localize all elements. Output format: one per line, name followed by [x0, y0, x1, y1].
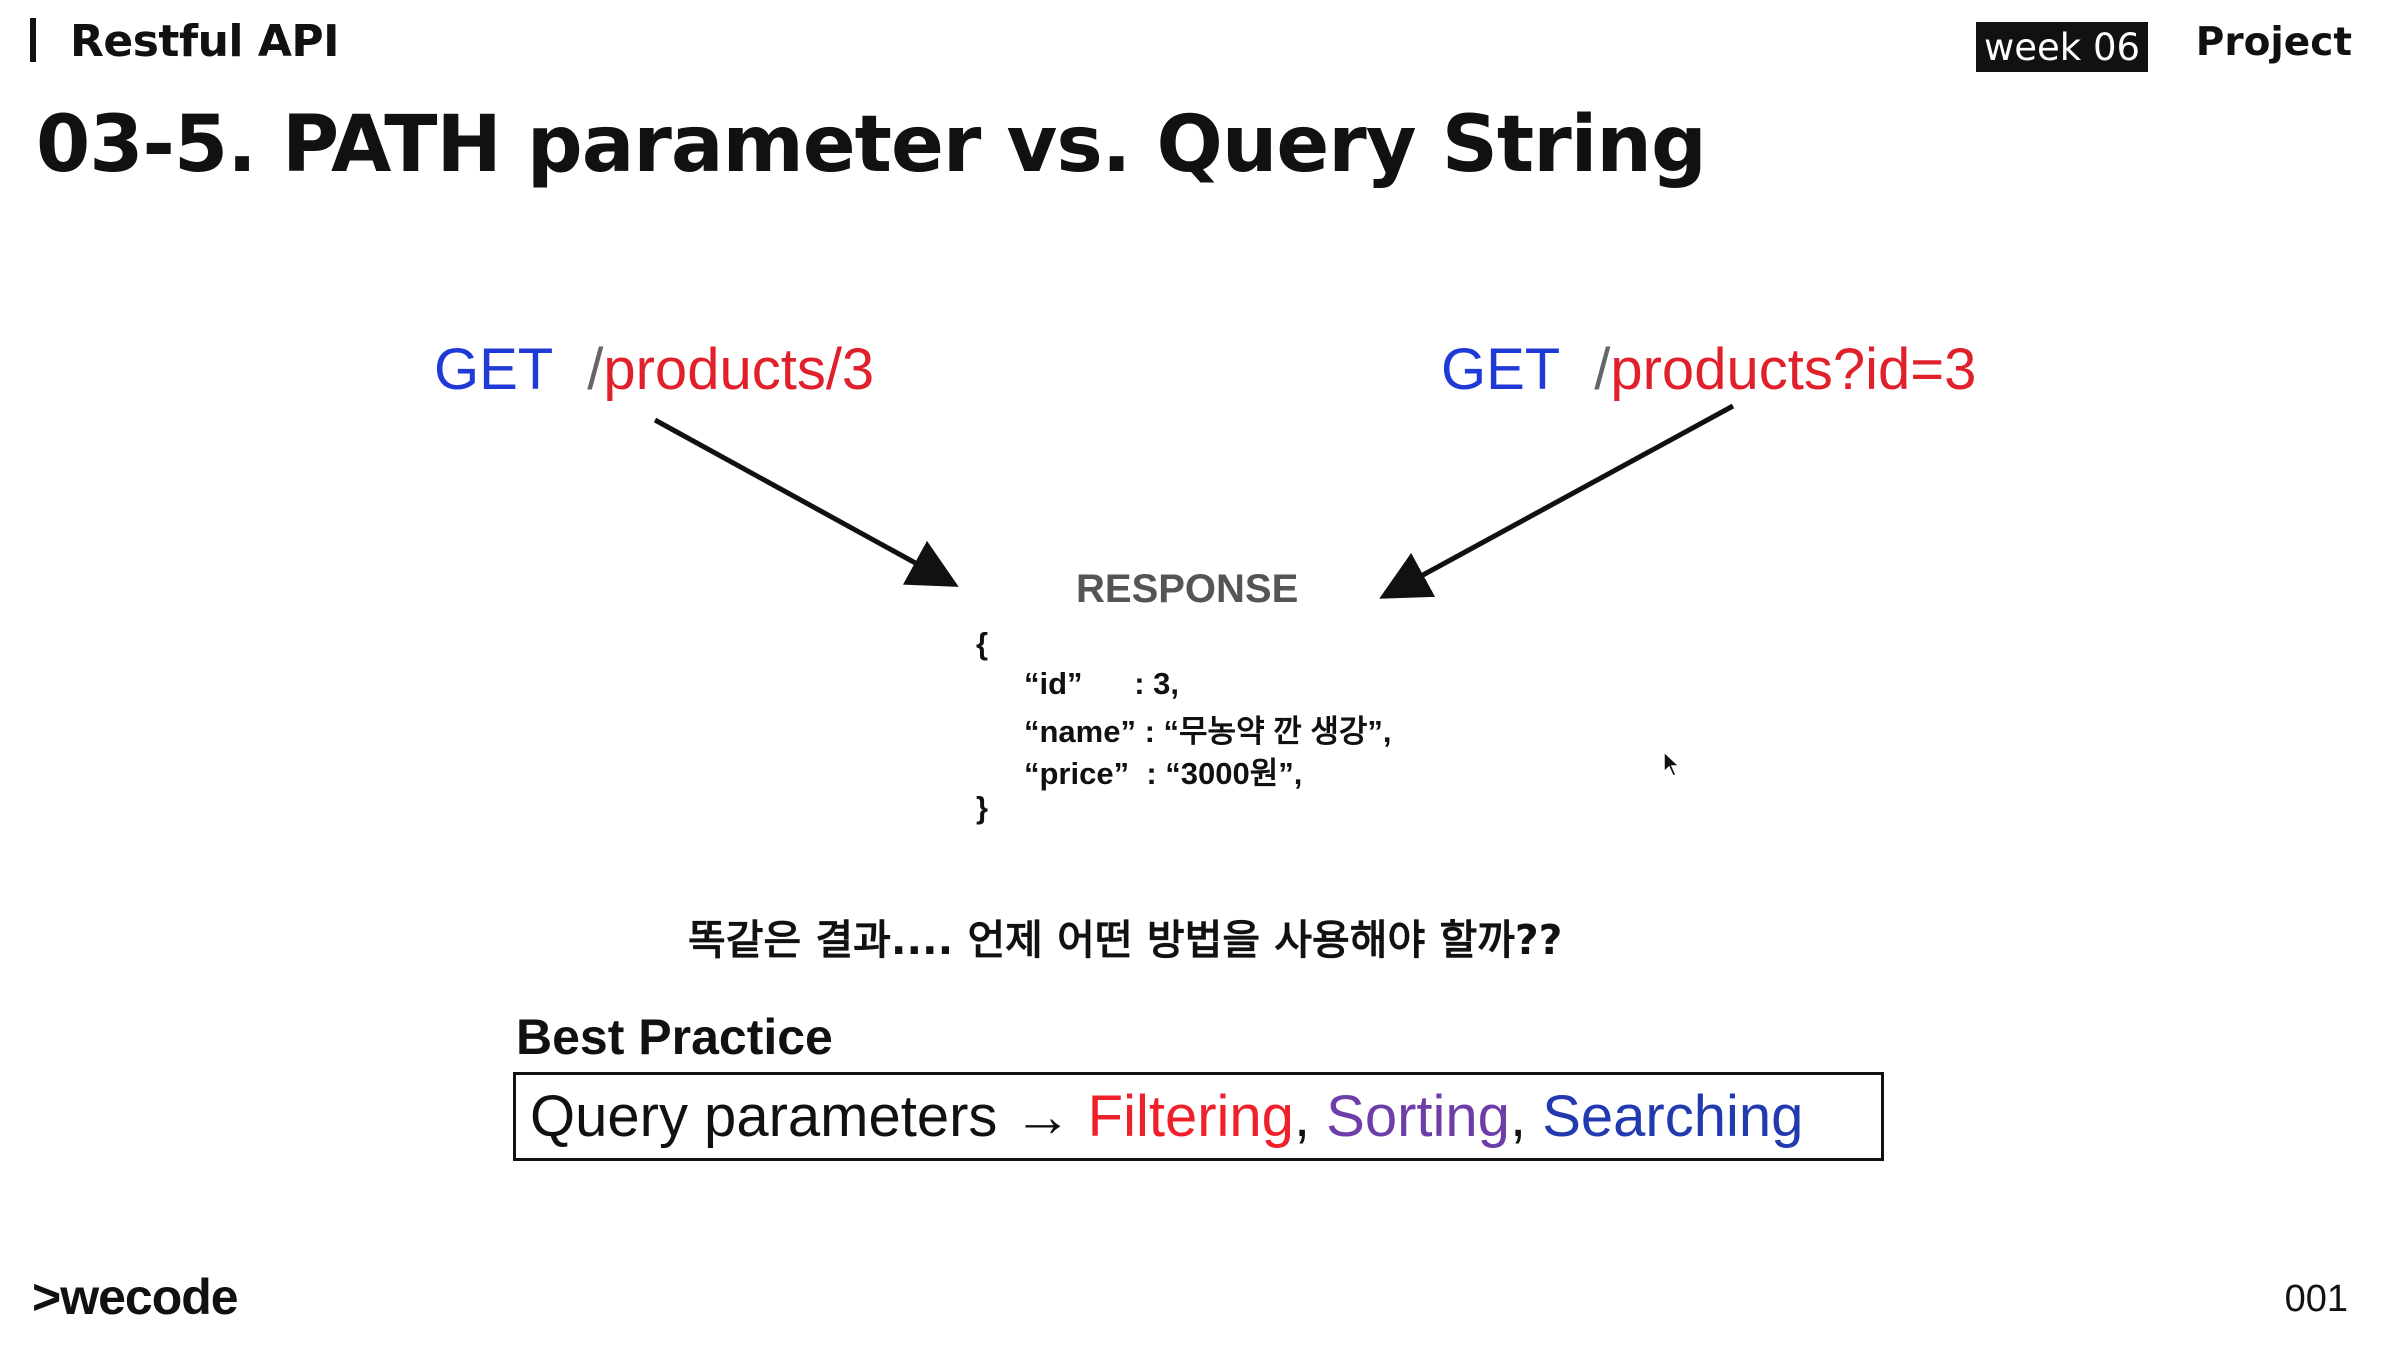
response-line-id: “id” : 3,	[1024, 666, 1180, 701]
http-method: GET	[1441, 337, 1561, 402]
path-text: products?id=3	[1610, 337, 1977, 402]
query-string-request: GET /products?id=3	[1441, 336, 1976, 403]
sorting-text: Sorting	[1326, 1084, 1510, 1149]
header-divider-bar	[30, 18, 36, 62]
best-practice-label: Best Practice	[516, 1009, 833, 1065]
response-close-brace: }	[976, 790, 989, 825]
separator: ,	[1509, 1084, 1543, 1149]
response-line-name: “name” : “무농약 깐 생강”,	[1024, 714, 1392, 749]
response-open-brace: {	[976, 626, 989, 661]
response-label: RESPONSE	[1076, 567, 1299, 611]
week-badge: week 06	[1976, 22, 2148, 72]
wecode-logo: >wecode	[32, 1269, 239, 1325]
question-text: 똑같은 결과.... 언제 어떤 방법을 사용해야 할까??	[688, 916, 1563, 964]
best-practice-prefix: Query parameters →	[530, 1084, 1088, 1149]
path-slash: /	[587, 337, 604, 402]
response-line-price: “price” : “3000원”,	[1024, 756, 1303, 791]
page-number: 001	[2284, 1278, 2348, 1320]
searching-text: Searching	[1542, 1084, 1804, 1149]
http-method: GET	[434, 337, 554, 402]
path-slash: /	[1594, 337, 1611, 402]
section-title: Restful API	[70, 16, 339, 67]
arrow-left	[653, 417, 959, 587]
path-text: products/3	[603, 337, 875, 402]
mouse-cursor-icon	[1663, 750, 1681, 777]
slide-title: 03-5. PATH parameter vs. Query String	[36, 100, 1707, 190]
filtering-text: Filtering	[1087, 1084, 1294, 1149]
arrow-right	[1379, 403, 1735, 599]
path-parameter-request: GET /products/3	[434, 336, 874, 403]
best-practice-box: Query parameters → Filtering, Sorting, S…	[513, 1072, 1884, 1161]
separator: ,	[1293, 1084, 1327, 1149]
project-label: Project	[2195, 20, 2352, 65]
